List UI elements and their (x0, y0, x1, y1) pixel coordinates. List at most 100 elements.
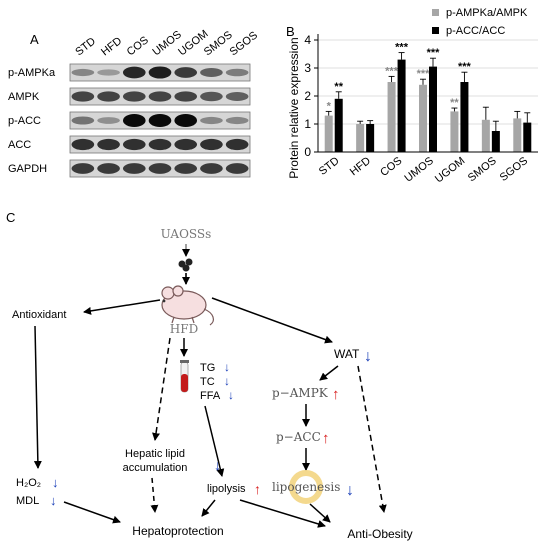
significance-mark: * (327, 100, 332, 112)
blot-band (200, 163, 223, 174)
lipogenesis-down-arrow: ↓ (346, 482, 354, 499)
lipogenesis-label: lipogenesis (272, 480, 340, 494)
blot-lane-label: SGOS (228, 29, 260, 58)
blot-band (148, 114, 172, 127)
ffa-down-arrow: ↓ (228, 388, 234, 402)
xtick-label: UGOM (433, 155, 467, 186)
blood-tube-icon (180, 360, 189, 393)
blot-row: ACC (8, 135, 251, 154)
xtick-label: COS (378, 155, 404, 179)
blot-band (225, 92, 249, 101)
blot-row-label: p-AMPKa (8, 67, 56, 79)
arrow-mdl-to-hepatoprotection (63, 501, 121, 524)
significance-mark: ** (450, 97, 459, 109)
xtick-label: UMOS (402, 155, 435, 185)
blot-band (71, 91, 95, 102)
panel-label-c: C (6, 210, 15, 225)
arrow-to-antioxidant (83, 299, 161, 315)
blot-band (97, 69, 120, 76)
blot-band (97, 91, 120, 102)
significance-mark: *** (385, 65, 399, 77)
hepatic-line-2: accumulation (123, 462, 188, 474)
arrow-hepatic-to-hepatoprotection (150, 477, 159, 513)
blot-band (225, 163, 249, 174)
lipolysis-label: lipolysis (207, 483, 246, 495)
bar (397, 59, 406, 152)
ytick-label: 4 (304, 33, 311, 47)
legend-label: p-ACC/ACC (446, 25, 505, 37)
arrow-wat-to-antiobesity-dashed (357, 365, 387, 513)
blot-band (122, 138, 146, 151)
blot-row: p-ACC (8, 111, 251, 130)
tg-down-arrow: ↓ (224, 360, 230, 374)
blot-band (225, 138, 249, 151)
blot-band (97, 163, 120, 174)
blot-band (148, 138, 172, 151)
tc-down-arrow: ↓ (224, 374, 230, 388)
ytick-label: 2 (304, 89, 311, 103)
blot-band (122, 66, 146, 79)
arrow-lipolysis-to-hepatoprotection (201, 499, 216, 517)
chart-bars: ******************** (324, 42, 532, 152)
blot-band (200, 68, 223, 77)
blot-row: GAPDH (8, 159, 251, 178)
wat-label: WAT (334, 347, 360, 361)
xtick-label: SMOS (466, 155, 499, 184)
h2o2-down-arrow: ↓ (52, 475, 59, 490)
blot-band (148, 91, 172, 102)
blot-row-label: GAPDH (8, 163, 47, 175)
ytick-label: 1 (304, 117, 311, 131)
blot-band (122, 114, 146, 127)
blot-band (71, 138, 95, 151)
significance-mark: *** (458, 61, 472, 73)
hfd-label: HFD (170, 322, 198, 336)
pampk-up-arrow: ↑ (332, 386, 340, 403)
blot-row-label: AMPK (8, 91, 40, 103)
mdl-label: MDL (16, 495, 39, 507)
pampk-label: p−AMPK (272, 386, 329, 400)
mouse-icon (161, 285, 214, 326)
blot-row: AMPK (8, 87, 251, 106)
blot-band (174, 163, 198, 174)
oligosaccharide-icon (178, 258, 193, 272)
blot-row-label: ACC (8, 139, 31, 151)
wat-down-arrow: ↓ (364, 348, 372, 365)
blot-band (71, 163, 95, 174)
blot-band (174, 91, 198, 102)
lipolysis-up-arrow: ↑ (254, 481, 261, 497)
antioxidant-label: Antioxidant (12, 309, 66, 321)
blot-band (174, 67, 198, 78)
arrow-to-lipolysis (204, 405, 225, 477)
panel-label-a: A (30, 32, 39, 47)
arrow-lipogenesis-to-antiobesity (309, 503, 331, 523)
blot-row: p-AMPKa (8, 63, 251, 82)
tg-label: TG (200, 362, 215, 374)
ytick-label: 0 (304, 145, 311, 159)
arrow-to-wat (211, 297, 333, 344)
uaoss-label: UAOSSs (161, 227, 212, 241)
bar (491, 131, 500, 152)
arrow-to-h2o2 (33, 325, 42, 469)
blot-band (122, 163, 146, 174)
ffa-label: FFA (200, 390, 221, 402)
bar (356, 124, 365, 152)
significance-mark: *** (395, 42, 409, 54)
blot-band (225, 116, 249, 125)
antiobesity-label: Anti-Obesity (347, 527, 412, 541)
arrow-wat-to-pampk (319, 365, 339, 381)
significance-mark: ** (334, 81, 343, 93)
arrow-to-hepatic-dashed (152, 337, 171, 441)
legend-swatch (432, 9, 439, 16)
blot-band (97, 138, 120, 151)
bar (334, 98, 343, 152)
bar (450, 111, 459, 152)
bar (387, 82, 396, 152)
bar (324, 115, 333, 152)
mechanism-diagram: UAOSSs HFD Antioxidant (12, 227, 413, 541)
blot-band (148, 66, 172, 79)
chart-ylabel: Protein relative expression (287, 37, 301, 178)
hepatic-down-arrow: ↓ (214, 457, 221, 473)
